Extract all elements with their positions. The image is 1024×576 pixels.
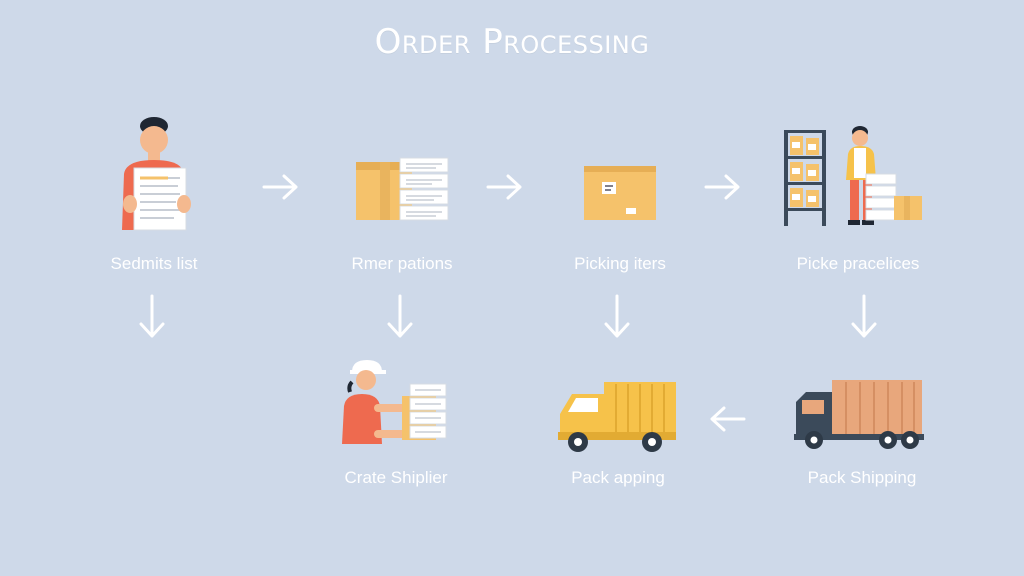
- arrow-down-icon: [387, 294, 413, 338]
- box-icon: [584, 166, 656, 220]
- step-label-picking: Picking iters: [574, 254, 666, 273]
- worker-with-boxes-icon: [342, 360, 447, 444]
- arrow-left-icon: [710, 406, 746, 432]
- step-label-pack-ship: Pack Shipping: [807, 468, 917, 487]
- page-title: Order Processing: [374, 22, 650, 62]
- arrow-right-icon: [704, 174, 740, 200]
- arrow-right-icon: [486, 174, 522, 200]
- warehouse-worker-icon: [784, 126, 922, 226]
- orange-truck-icon: [794, 380, 924, 449]
- arrow-down-icon: [851, 294, 877, 338]
- person-with-list-icon: [122, 117, 191, 231]
- step-label-packages: Rmer pations: [351, 254, 453, 273]
- arrow-right-icon: [262, 174, 298, 200]
- boxes-with-papers-icon: [356, 157, 449, 221]
- yellow-truck-icon: [558, 382, 676, 452]
- step-label-crate: Crate Shiplier: [344, 468, 448, 487]
- step-label-pack-app: Pack apping: [571, 468, 665, 487]
- step-label-submit: Sedmits list: [110, 254, 198, 273]
- step-label-shelf: Picke pracelices: [796, 254, 920, 273]
- arrow-down-icon: [604, 294, 630, 338]
- arrow-down-icon: [139, 294, 165, 338]
